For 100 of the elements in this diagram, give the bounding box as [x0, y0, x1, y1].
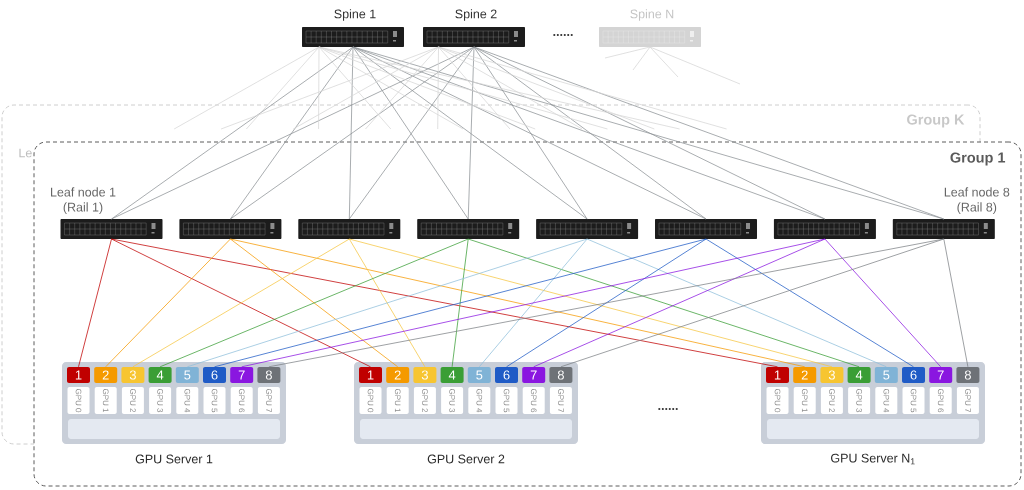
- gpu-box: GPU 3: [848, 387, 871, 414]
- switch-label: Spine 2: [455, 9, 497, 21]
- gpu-box: GPU 7: [956, 387, 979, 414]
- gpu-box: GPU 4: [468, 387, 491, 414]
- empty-bar: [360, 419, 572, 439]
- ellipsis: ......: [658, 408, 678, 410]
- network-switch: [536, 219, 639, 239]
- connector-line: [230, 238, 399, 368]
- connector-line: [105, 238, 231, 368]
- connector-line: [586, 238, 887, 368]
- connector-line: [438, 46, 511, 130]
- port-badge: 1: [359, 367, 382, 383]
- connector-line: [560, 238, 945, 368]
- connector-line: [365, 46, 439, 130]
- connector-line: [348, 238, 833, 368]
- connector-line: [132, 238, 350, 368]
- gpu-box: GPU 0: [359, 387, 382, 414]
- empty-bar: [767, 419, 979, 439]
- gpu-box: GPU 3: [441, 387, 464, 414]
- server-label: GPU Server 1: [135, 454, 213, 464]
- network-switch: [655, 219, 757, 239]
- connector-line: [437, 46, 439, 130]
- port-badge: 5: [467, 367, 491, 383]
- port-badge: 1: [67, 367, 90, 383]
- gpu-box: GPU 1: [793, 387, 816, 414]
- port-badge: 7: [929, 367, 953, 383]
- gpu-box: GPU 2: [413, 387, 436, 414]
- port-badge: 8: [257, 367, 281, 383]
- connector-line: [111, 46, 354, 220]
- connector-line: [348, 46, 354, 220]
- server-label: GPU Server N$_{1}$: [831, 453, 915, 465]
- connector-line: [649, 46, 741, 85]
- port-badge: 7: [230, 367, 254, 383]
- empty-bar: [68, 419, 280, 439]
- connector-line: [214, 238, 707, 368]
- group-title: Group 1: [950, 152, 1006, 166]
- partial-label: Le: [19, 148, 32, 158]
- connector-line: [533, 238, 826, 368]
- gpu-box: GPU 5: [203, 387, 226, 414]
- connector-line: [111, 238, 371, 368]
- connector-line: [173, 46, 320, 130]
- connector-line: [186, 238, 588, 368]
- connector-line: [438, 46, 727, 130]
- connector-line: [292, 46, 439, 130]
- connector-line: [111, 238, 778, 368]
- port-badge: 8: [956, 367, 980, 383]
- connector-line: [473, 46, 707, 220]
- gpu-box: GPU 4: [176, 387, 199, 414]
- connector-line: [467, 46, 475, 220]
- gpu-box: GPU 7: [549, 387, 572, 414]
- port-badge: 3: [820, 367, 844, 383]
- port-badge: 2: [793, 367, 817, 383]
- connector-line: [78, 238, 112, 368]
- port-badge: 4: [847, 367, 871, 383]
- connector-line: [352, 46, 588, 220]
- gpu-box: GPU 6: [929, 387, 952, 414]
- connector-line: [318, 46, 536, 130]
- network-switch: [179, 219, 282, 239]
- server-label: GPU Server 2: [427, 454, 505, 464]
- connector-line: [230, 46, 354, 220]
- connector-line: [943, 238, 969, 368]
- gpu-box: GPU 0: [766, 387, 789, 414]
- port-badge: 4: [148, 367, 172, 383]
- connector-line: [451, 238, 469, 368]
- port-badge: 6: [203, 367, 226, 383]
- connector-line: [438, 46, 583, 130]
- gpu-box: GPU 2: [121, 387, 144, 414]
- port-badge: 6: [902, 367, 925, 383]
- switch-label: Leaf node 1 (Rail 1): [51, 187, 116, 214]
- gpu-box: GPU 6: [230, 387, 253, 414]
- gpu-box: GPU 1: [94, 387, 117, 414]
- port-badge: 2: [386, 367, 410, 383]
- connector-line: [705, 238, 914, 368]
- network-switch: [298, 219, 401, 239]
- connector-line: [467, 238, 860, 368]
- connector-line: [824, 238, 942, 368]
- connector-line: [318, 46, 464, 130]
- port-badge: 7: [522, 367, 546, 383]
- gpu-box: GPU 4: [875, 387, 898, 414]
- connector-line: [604, 46, 651, 59]
- gpu-box: GPU 0: [67, 387, 90, 414]
- connector-line: [506, 238, 707, 368]
- gpu-box: GPU 1: [386, 387, 409, 414]
- connector-line: [649, 46, 679, 78]
- connector-line: [230, 46, 475, 220]
- gpu-box: GPU 3: [149, 387, 172, 414]
- connector-line: [111, 46, 475, 220]
- connector-line: [478, 238, 588, 368]
- connector-line: [632, 46, 651, 71]
- port-badge: 4: [440, 367, 464, 383]
- connector-line: [246, 46, 320, 130]
- port-badge: 5: [175, 367, 199, 383]
- connector-line: [220, 46, 439, 130]
- connector-line: [159, 238, 469, 368]
- switch-label: Spine 1: [334, 9, 376, 21]
- switch-label: Spine N: [630, 9, 674, 21]
- ellipsis: ......: [553, 34, 573, 36]
- switch-label: Leaf node 8 (Rail 8): [944, 187, 1010, 214]
- port-badge: 1: [766, 367, 789, 383]
- port-badge: 6: [495, 367, 518, 383]
